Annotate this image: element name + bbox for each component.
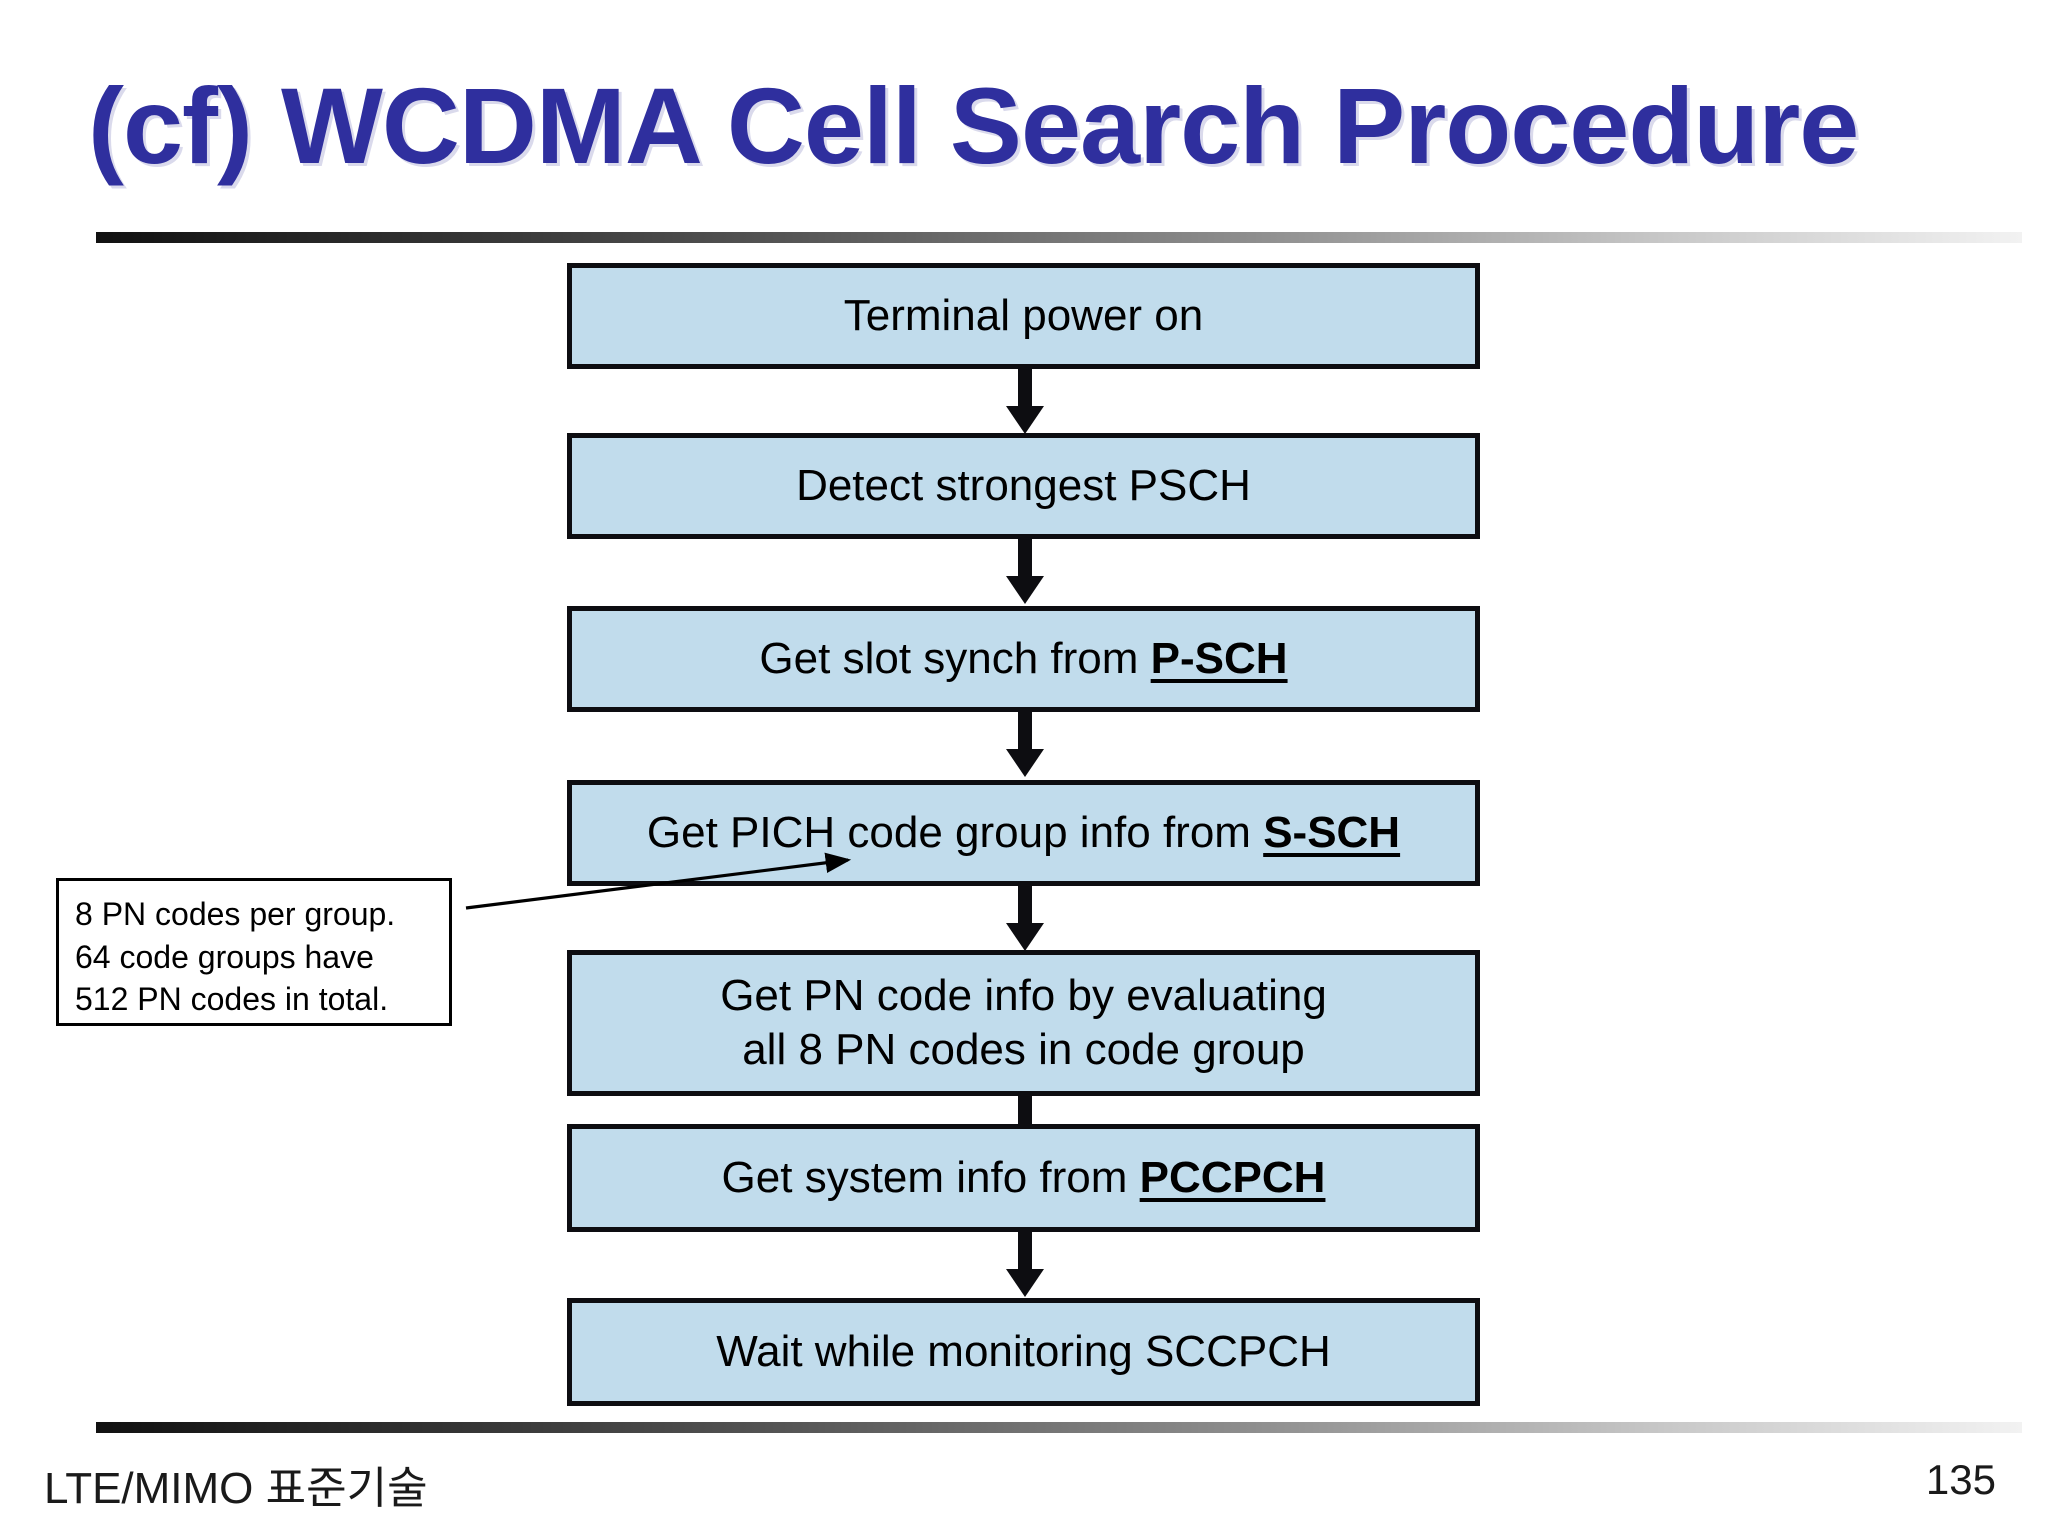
flow-box-system-info-pccpch[interactable]: Get system info from PCCPCH	[567, 1124, 1480, 1232]
flow-box-detect-psch[interactable]: Detect strongest PSCH	[567, 433, 1480, 539]
flow-box-label: Get slot synch from P-SCH	[572, 632, 1475, 686]
note-line-1: 8 PN codes per group.	[75, 896, 396, 932]
flow-box-label: Get system info from PCCPCH	[572, 1151, 1475, 1205]
flow-box-label-text: Get system info from	[721, 1153, 1140, 1203]
connector-arrow-2	[1018, 539, 1032, 579]
flow-box-slot-synch-psch[interactable]: Get slot synch from P-SCH	[567, 606, 1480, 712]
connector-arrow-1	[1018, 369, 1032, 409]
title-divider-rule	[96, 232, 2022, 243]
flow-box-pn-code-info[interactable]: Get PN code info by evaluating all 8 PN …	[567, 950, 1480, 1096]
flow-box-label: Get PN code info by evaluating all 8 PN …	[572, 969, 1475, 1076]
flow-box-pich-code-group[interactable]: Get PICH code group info from S-SCH	[567, 780, 1480, 886]
note-callout-box: 8 PN codes per group. 64 code groups hav…	[56, 878, 452, 1026]
flow-box-label: Wait while monitoring SCCPCH	[716, 1327, 1331, 1377]
connector-arrow-3	[1018, 712, 1032, 752]
flow-box-terminal-power-on[interactable]: Terminal power on	[567, 263, 1480, 369]
flow-box-wait-sccpch[interactable]: Wait while monitoring SCCPCH	[567, 1298, 1480, 1406]
flow-box-label-text: Get slot synch from	[759, 634, 1151, 684]
footer-label: LTE/MIMO 표준기술	[44, 1464, 428, 1513]
footer-divider-rule	[96, 1422, 2022, 1433]
connector-arrow-6	[1018, 1232, 1032, 1272]
flow-box-label-line-2: all 8 PN codes in code group	[742, 1025, 1305, 1074]
flow-box-emphasis-s-sch: S-SCH	[1263, 808, 1401, 858]
page-title: (cf) WCDMA Cell Search Procedure	[88, 65, 1859, 186]
connector-arrow-4	[1018, 886, 1032, 926]
page-number: 135	[1925, 1456, 1996, 1503]
flow-box-emphasis-pccpch: PCCPCH	[1139, 1153, 1326, 1203]
flow-box-label-text: Get PICH code group info from	[646, 808, 1264, 858]
note-line-2: 64 code groups have	[75, 938, 374, 975]
flow-box-label-line-1: Get PN code info by evaluating	[720, 971, 1327, 1021]
flow-box-label: Detect strongest PSCH	[796, 461, 1251, 511]
flow-box-emphasis-p-sch: P-SCH	[1150, 634, 1288, 684]
flow-box-label: Get PICH code group info from S-SCH	[572, 806, 1475, 860]
flow-box-label: Terminal power on	[843, 291, 1204, 341]
note-line-3: 512 PN codes in total.	[75, 981, 389, 1018]
